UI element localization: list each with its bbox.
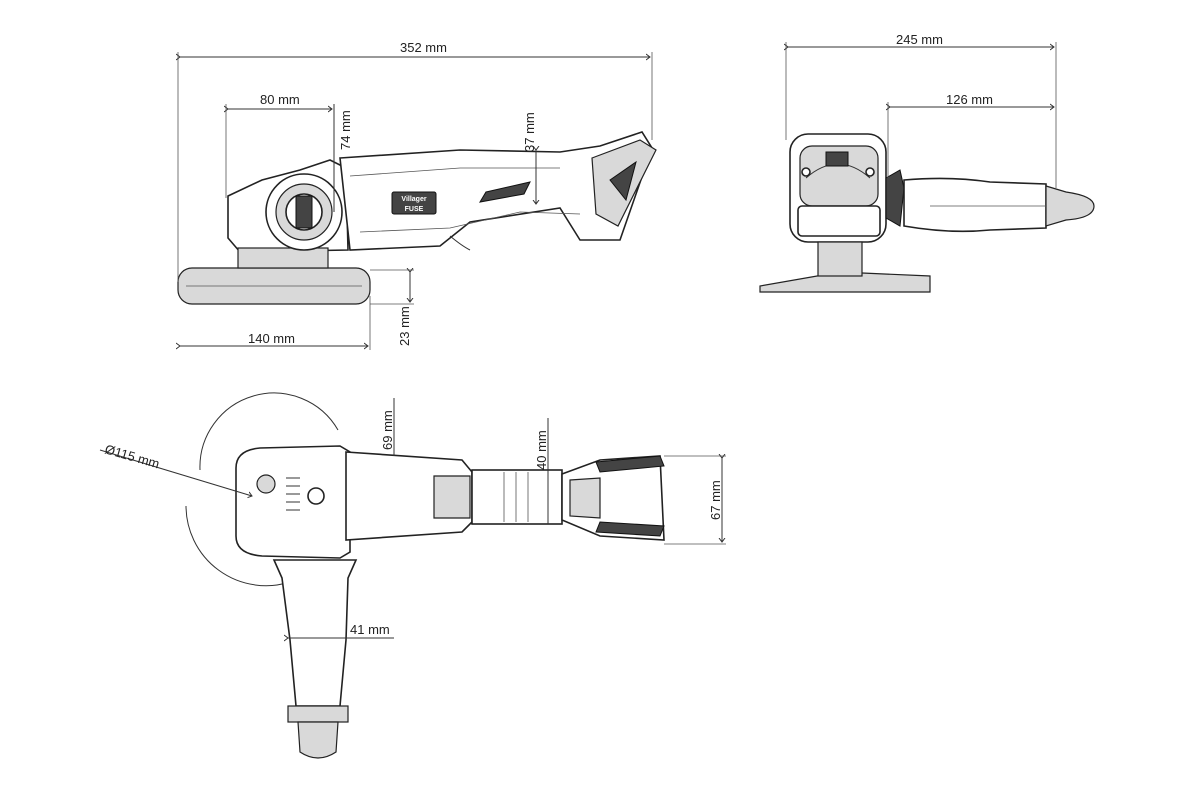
top-side-handle <box>272 559 358 707</box>
dim-disc-radius: 140 mm <box>248 331 295 346</box>
dim-handle-height: 37 mm <box>522 112 537 152</box>
vent-slots <box>479 181 531 203</box>
top-view: Ø115 mm 69 mm 40 mm 67 mm 41 mm <box>99 392 726 759</box>
front-disc <box>759 271 931 293</box>
dim-length: 352 mm <box>400 40 447 55</box>
dim-disc-diameter: Ø115 mm <box>103 441 161 471</box>
top-grip <box>471 469 563 525</box>
dim-battery-width: 67 mm <box>708 480 723 520</box>
dim-grip-width: 40 mm <box>534 430 549 470</box>
brand-name: Villager <box>401 196 426 203</box>
side-handle <box>903 177 1047 233</box>
dim-spindle-height: 74 mm <box>338 110 353 150</box>
dim-front-to-handle: 80 mm <box>260 92 300 107</box>
dim-disc-height: 23 mm <box>397 306 412 346</box>
guard-arc <box>199 392 339 471</box>
brand-line: FUSE <box>405 206 424 213</box>
brand-plate <box>391 191 437 215</box>
top-battery <box>561 455 665 541</box>
dim-head-width: 69 mm <box>380 410 395 450</box>
dim-handle-grip: 41 mm <box>350 622 390 637</box>
handle-flange <box>885 169 905 227</box>
dim-handle-length: 126 mm <box>946 92 993 107</box>
front-view: 245 mm 126 mm <box>759 32 1095 293</box>
side-view: Villager FUSE 352 mm 80 mm 74 mm 37 mm 1… <box>178 40 657 350</box>
dim-width-with-handle: 245 mm <box>896 32 943 47</box>
